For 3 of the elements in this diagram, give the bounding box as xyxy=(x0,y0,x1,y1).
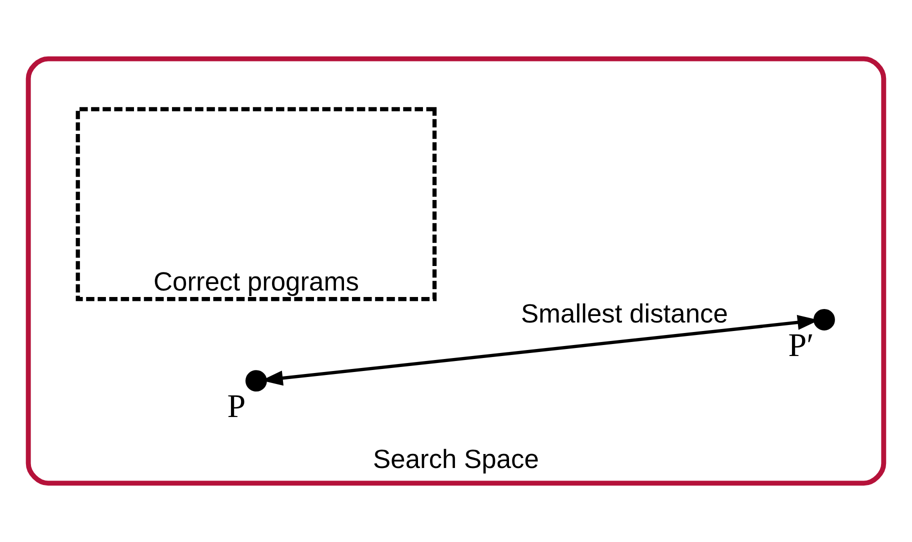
node-label: P′ xyxy=(788,328,814,364)
node-label: P xyxy=(227,389,246,426)
edge-label: Smallest distance xyxy=(520,298,728,329)
